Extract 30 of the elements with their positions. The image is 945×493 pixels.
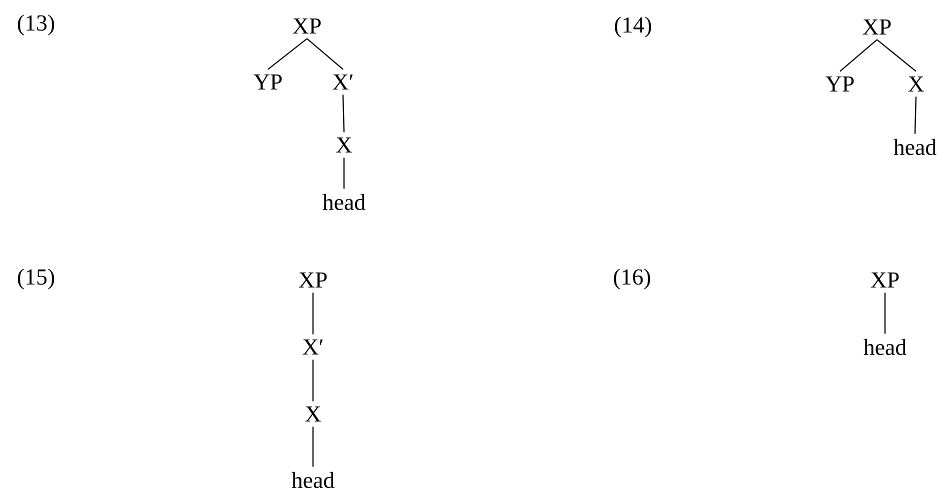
tree-label: head [894,138,936,156]
branch-line [306,38,344,70]
example-number: (15) [18,268,54,290]
branch-line [312,292,314,334]
branch-line [840,39,878,72]
tree-label: head [864,338,906,356]
tree-label: YP [826,76,854,92]
example-number: (16) [614,268,650,290]
branch-line [884,292,886,334]
branch-line [876,39,916,72]
branch-line [312,360,314,402]
tree-label: head [322,194,366,210]
tree-label: X [305,406,321,422]
branch-line [343,158,345,189]
branch-line [268,38,308,70]
tree-label: head [292,472,334,488]
branch-line [312,426,314,467]
branch-line [342,94,345,132]
example-number: (13) [18,14,54,36]
tree-label: XP [292,18,321,34]
tree-label: XP [298,272,327,288]
tree-label: X [336,137,352,152]
tree-label: XP [870,272,899,288]
tree-label: YP [254,74,282,90]
tree-label: XP [862,19,891,34]
example-number: (14) [614,16,652,38]
branch-line [914,96,917,134]
tree-label: X′ [332,74,353,90]
tree-label: X′ [302,339,323,354]
tree-label: X [908,76,924,92]
